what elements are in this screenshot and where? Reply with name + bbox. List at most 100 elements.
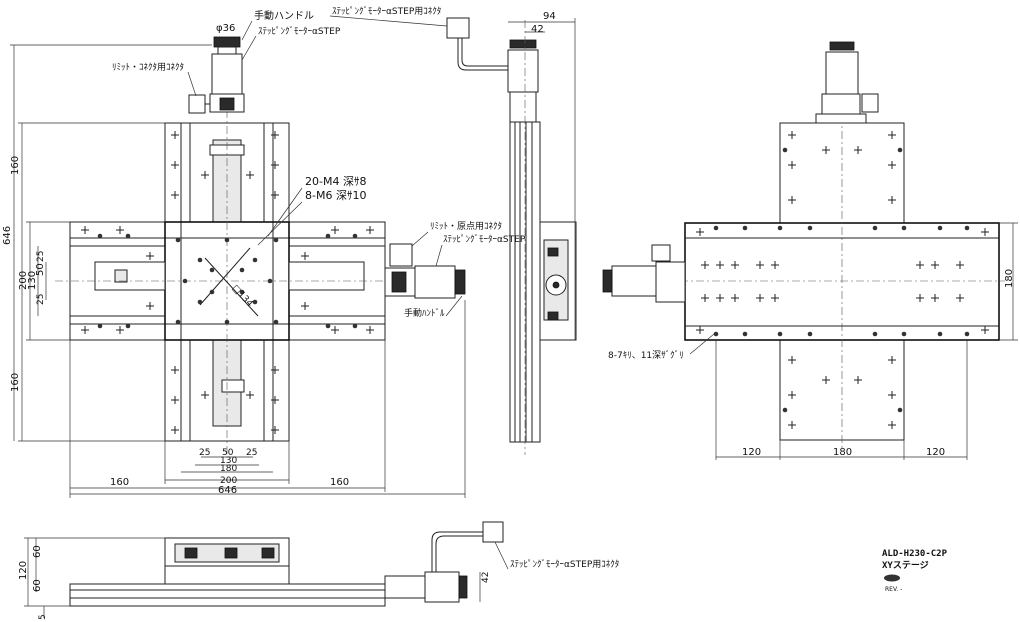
- side-connector: [446, 17, 470, 39]
- tapped-hole: [197, 257, 203, 263]
- tapped-hole: [872, 225, 878, 231]
- label-motor-mid: ｽﾃｯﾋﾟﾝｸﾞﾓｰﾀｰαSTEP: [443, 234, 526, 245]
- plan-holes: [81, 131, 374, 434]
- hole-mark: [171, 396, 179, 404]
- hole-mark: [271, 131, 279, 139]
- dim-200-h: 200: [220, 476, 237, 486]
- dim-160-bottom: 160: [10, 373, 21, 392]
- hole-mark: [696, 326, 704, 334]
- dim-b42: 42: [481, 572, 491, 583]
- label-handle-top: 手動ハンドル: [254, 9, 314, 22]
- tapped-hole: [782, 147, 788, 153]
- hole-mark: [788, 356, 796, 364]
- tapped-hole: [182, 278, 188, 284]
- hole-mark: [771, 294, 779, 302]
- dim-50-h: 50: [222, 448, 234, 458]
- plan-view: [55, 36, 466, 455]
- y-limit-connector: [188, 94, 206, 114]
- hole-mark: [854, 146, 862, 154]
- hole-mark: [888, 161, 896, 169]
- dim-160-hl: 160: [110, 477, 129, 488]
- side-view: 94 42 ｽﾃｯﾋﾟﾝｸﾞﾓｰﾀｰαSTEP用ｺﾈｸﾀ ﾘﾐｯﾄ・原点用ｺﾈｸ…: [329, 6, 577, 455]
- x-motor: [414, 265, 456, 299]
- dim-130-v: 130: [27, 271, 38, 290]
- dim-r180v: 180: [1004, 269, 1015, 288]
- hole-mark: [716, 261, 724, 269]
- hole-mark: [822, 146, 830, 154]
- hole-mark: [756, 294, 764, 302]
- dim-94: 94: [543, 11, 556, 22]
- dim-160-top: 160: [10, 156, 21, 175]
- hole-mark: [888, 131, 896, 139]
- hole-mark: [916, 261, 924, 269]
- hole-mark: [701, 294, 709, 302]
- hole-mark: [271, 426, 279, 434]
- hole-mark: [366, 226, 374, 234]
- hole-mark: [271, 161, 279, 169]
- hole-mark: [981, 326, 989, 334]
- tapped-hole: [273, 237, 279, 243]
- hole-mark: [716, 294, 724, 302]
- hole-mark: [822, 376, 830, 384]
- hole-mark: [116, 326, 124, 334]
- label-handle-mid: 手動ﾊﾝﾄﾞﾙ: [404, 307, 445, 319]
- hole-mark: [916, 294, 924, 302]
- dim-42: 42: [531, 24, 544, 35]
- hole-mark: [788, 196, 796, 204]
- tapped-hole: [175, 237, 181, 243]
- hole-mark: [956, 261, 964, 269]
- hole-mark: [171, 426, 179, 434]
- hole-mark: [271, 396, 279, 404]
- hole-mark: [701, 261, 709, 269]
- hole-mark: [81, 226, 89, 234]
- right-view: 120 180 120 180 8-7ｷﾘ、11深ｻﾞｸﾞﾘ: [602, 41, 1018, 460]
- dim-25-va: 25: [36, 251, 46, 262]
- hole-mark: [888, 356, 896, 364]
- hole-mark: [246, 171, 254, 179]
- hole-mark: [888, 196, 896, 204]
- y-motor: [211, 53, 243, 95]
- tapped-hole: [713, 331, 719, 337]
- dim-b120: 120: [18, 561, 29, 580]
- hole-mark: [271, 366, 279, 374]
- tapped-hole: [239, 289, 245, 295]
- dim-b60b: 60: [32, 579, 43, 592]
- tapped-hole: [252, 257, 258, 263]
- tapped-hole: [901, 225, 907, 231]
- hole-mark: [146, 252, 154, 260]
- hole-mark: [956, 294, 964, 302]
- tapped-hole: [325, 323, 331, 329]
- label-phi36: φ36: [216, 23, 235, 34]
- tapped-hole: [897, 407, 903, 413]
- b-connector: [482, 521, 504, 543]
- tapped-hole: [224, 319, 230, 325]
- b-base: [69, 583, 386, 607]
- hole-mark: [301, 302, 309, 310]
- x-handle: [454, 269, 466, 295]
- hole-mark: [756, 261, 764, 269]
- tapped-hole: [782, 407, 788, 413]
- tapped-hole: [777, 225, 783, 231]
- product-name: XYステージ: [882, 560, 929, 571]
- label-limit-conn: ﾘﾐｯﾄ・ｺﾈｸﾀ用ｺﾈｸﾀ: [112, 62, 184, 73]
- tapped-hole: [872, 331, 878, 337]
- dim-b60a: 60: [32, 545, 43, 558]
- tapped-hole: [742, 225, 748, 231]
- hole-mark: [788, 391, 796, 399]
- hole-mark: [81, 326, 89, 334]
- label-holes-note: 8-7ｷﾘ、11深ｻﾞｸﾞﾘ: [608, 350, 684, 361]
- hole-mark: [171, 161, 179, 169]
- r-side-motor: [611, 265, 657, 297]
- label-side-motor-conn: ｽﾃｯﾋﾟﾝｸﾞﾓｰﾀｰαSTEP用ｺﾈｸﾀ: [332, 6, 441, 17]
- tapped-hole: [713, 225, 719, 231]
- hole-mark: [888, 421, 896, 429]
- hole-mark: [931, 294, 939, 302]
- hole-mark: [171, 131, 179, 139]
- label-m4: 20-M4 深ｻ8: [305, 175, 366, 188]
- tapped-hole: [239, 267, 245, 273]
- hole-mark: [331, 326, 339, 334]
- title-block: ALD-H230-C2P XYステージ REV. -: [882, 549, 948, 593]
- tapped-hole: [125, 323, 131, 329]
- dim-r120b: 120: [926, 447, 945, 458]
- tapped-hole: [901, 331, 907, 337]
